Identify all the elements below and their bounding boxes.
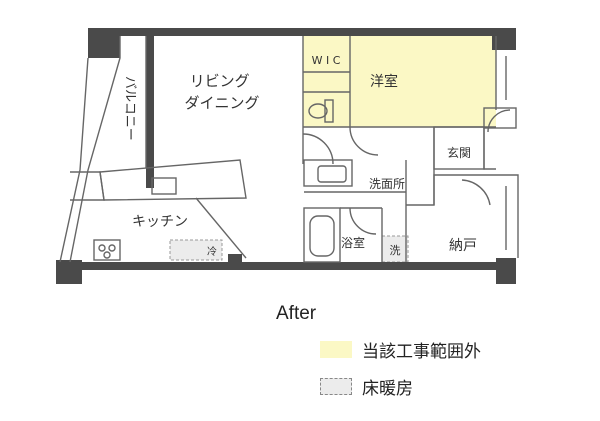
plan-caption: After bbox=[276, 303, 317, 324]
closet-label: 納戸 bbox=[449, 238, 477, 254]
bath-label: 浴室 bbox=[341, 235, 365, 250]
floor-plan: リビング ダイニング バルコニー キッチン W I C 洋室 玄関 洗面所 浴室… bbox=[56, 28, 519, 284]
interior-walls bbox=[59, 36, 519, 263]
legend-swatch-out-of-scope bbox=[320, 341, 352, 358]
outer-walls bbox=[56, 28, 516, 284]
wic-label: W I C bbox=[312, 54, 341, 67]
entrance-label: 玄関 bbox=[447, 145, 471, 160]
washroom-label: 洗面所 bbox=[369, 177, 405, 191]
living-label: リビング ダイニング bbox=[184, 72, 259, 112]
legend-label-out-of-scope: 当該工事範囲外 bbox=[362, 342, 481, 362]
legend-label-floor-heating: 床暖房 bbox=[362, 379, 413, 399]
legend-item-out-of-scope: 当該工事範囲外 bbox=[320, 337, 481, 362]
fridge-label: 冷 bbox=[207, 245, 217, 258]
floor-heating-kitchen bbox=[169, 239, 223, 261]
balcony-label: バルコニー bbox=[122, 76, 137, 141]
western-room-label: 洋室 bbox=[370, 73, 398, 90]
legend-swatch-floor-heating bbox=[320, 378, 352, 395]
washer-label: 洗 bbox=[390, 244, 401, 257]
legend-item-floor-heating: 床暖房 bbox=[320, 374, 413, 399]
kitchen-label: キッチン bbox=[132, 214, 188, 230]
